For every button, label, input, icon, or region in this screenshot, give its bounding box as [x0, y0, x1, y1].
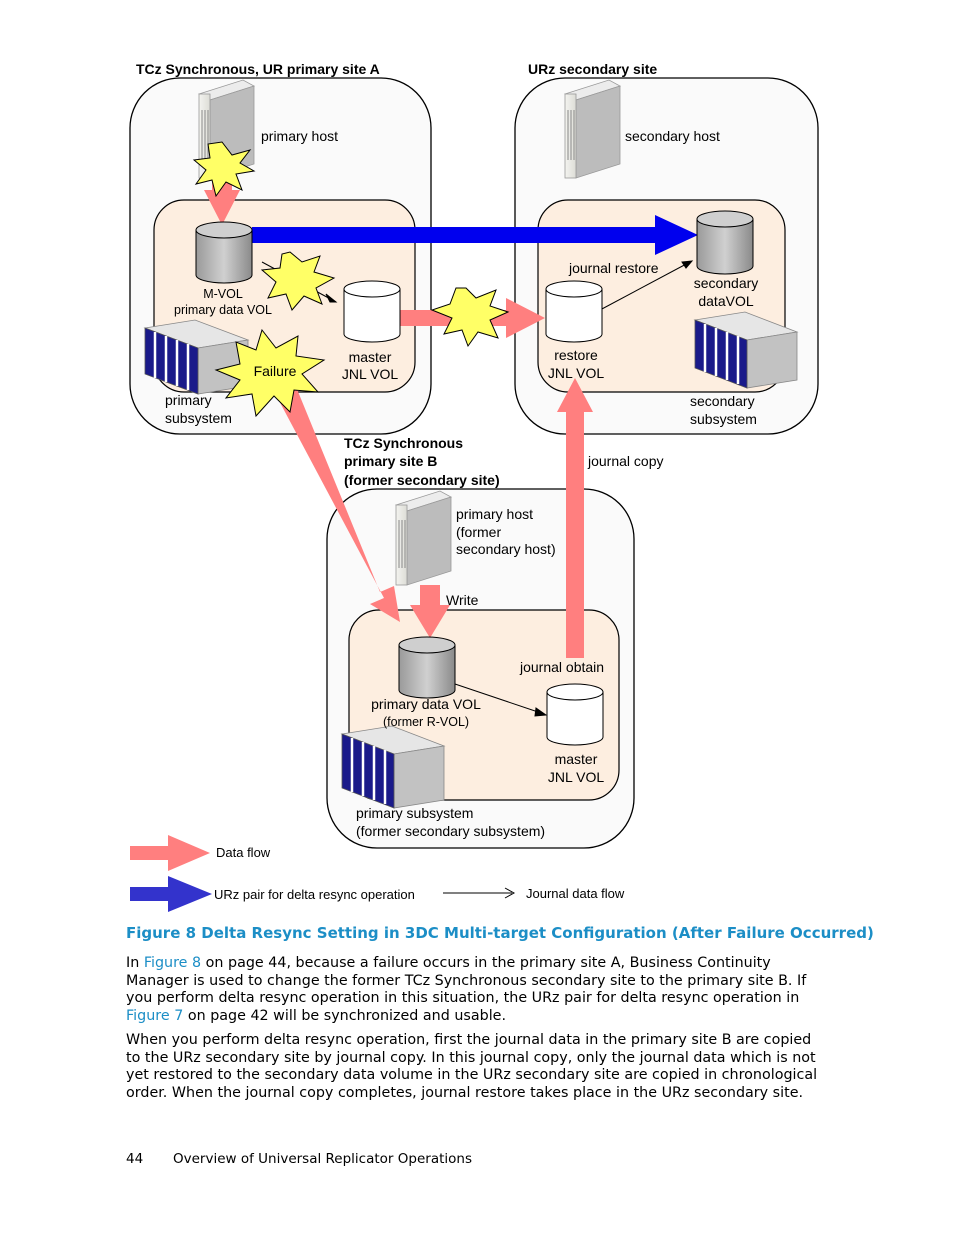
primary-host-b-label-1: primary host [456, 506, 534, 522]
secondary-subsystem-label-2: subsystem [690, 411, 757, 427]
legend-data-flow-label: Data flow [216, 845, 271, 860]
site-b-title-3: (former secondary site) [344, 472, 500, 488]
mvol-cylinder [195, 221, 253, 284]
restore-jnl-label-1: restore [554, 347, 598, 363]
secondary-host-icon [563, 79, 622, 179]
primary-host-b-label-3: secondary host) [456, 541, 556, 557]
journal-copy-arrow [557, 378, 593, 658]
restore-jnl-cylinder [545, 280, 603, 343]
master-jnl-b-label-2: JNL VOL [547, 769, 605, 785]
page-number: 44 [126, 1151, 144, 1167]
secondary-datavol-label-2: dataVOL [698, 293, 754, 309]
mvol-label: M-VOL [203, 287, 243, 301]
site-a-title: TCz Synchronous, UR primary site A [136, 61, 380, 77]
legend-journal-line [443, 887, 516, 899]
replication-diagram [129, 77, 819, 912]
master-jnl-a-cylinder [343, 280, 401, 343]
legend-urz-pair-arrow [130, 876, 212, 912]
secondary-datavol-cylinder [696, 210, 754, 275]
journal-restore-label: journal restore [569, 260, 659, 276]
journal-copy-label: journal copy [588, 453, 664, 469]
secondary-host-label: secondary host [625, 128, 720, 144]
write-label: Write [446, 592, 479, 608]
footer-section-title: Overview of Universal Replicator Operati… [173, 1151, 472, 1167]
primary-subsystem-label-2: subsystem [165, 410, 232, 426]
figure-caption: Figure 8 Delta Resync Setting in 3DC Mul… [126, 924, 874, 942]
primary-host-label: primary host [261, 128, 339, 144]
restore-jnl-label-2: JNL VOL [547, 365, 605, 381]
master-jnl-b-cylinder [546, 683, 604, 746]
paragraph-2: When you perform delta resync operation,… [126, 1032, 818, 1101]
failure-starburst-main [214, 328, 326, 418]
primary-data-vol-b-cylinder [398, 636, 456, 699]
failure-starburst-mvol [260, 251, 336, 311]
failure-starburst-jnl [430, 287, 510, 348]
secondary-subsystem-label-1: secondary [690, 393, 755, 409]
site-b-title-2: primary site B [344, 453, 438, 469]
legend-journal-flow-label: Journal data flow [526, 886, 625, 901]
site-urz-title: URz secondary site [528, 61, 658, 77]
primary-subsystem-b-label-2: (former secondary subsystem) [356, 823, 546, 839]
figure-link[interactable]: Figure 7 [126, 1007, 184, 1024]
failure-starburst-host [192, 141, 256, 198]
secondary-subsystem-icon [693, 311, 799, 389]
site-b-title-1: TCz Synchronous [344, 435, 464, 451]
primary-host-b-icon [394, 490, 453, 586]
failure-label: Failure [253, 363, 297, 379]
failure-to-site-b-arrow [268, 372, 400, 622]
urz-pair-arrow [252, 215, 698, 255]
figure-link[interactable]: Figure 8 [143, 955, 202, 971]
write-arrow [410, 585, 450, 638]
master-jnl-b-label-1: master [554, 751, 598, 767]
journal-obtain-label: journal obtain [520, 659, 605, 675]
legend-data-flow-arrow [130, 835, 210, 871]
primary-subsystem-icon [143, 319, 250, 395]
legend-urz-pair-label: URz pair for delta resync operation [214, 887, 415, 902]
primary-subsystem-b-icon [340, 725, 446, 809]
mvol-sublabel: primary data VOL [174, 303, 272, 317]
paragraph-1: In Figure 8 on page 44, because a failur… [126, 955, 807, 1024]
primary-subsystem-b-label-1: primary subsystem [356, 805, 474, 821]
secondary-datavol-label-1: secondary [693, 275, 759, 291]
master-jnl-a-label-2: JNL VOL [341, 366, 399, 382]
primary-data-vol-b-label: primary data VOL [371, 696, 481, 712]
primary-host-b-label-2: (former [456, 524, 502, 540]
primary-subsystem-label-1: primary [165, 392, 212, 408]
master-jnl-a-label-1: master [348, 349, 392, 365]
former-rvol-label: (former R-VOL) [382, 715, 470, 729]
